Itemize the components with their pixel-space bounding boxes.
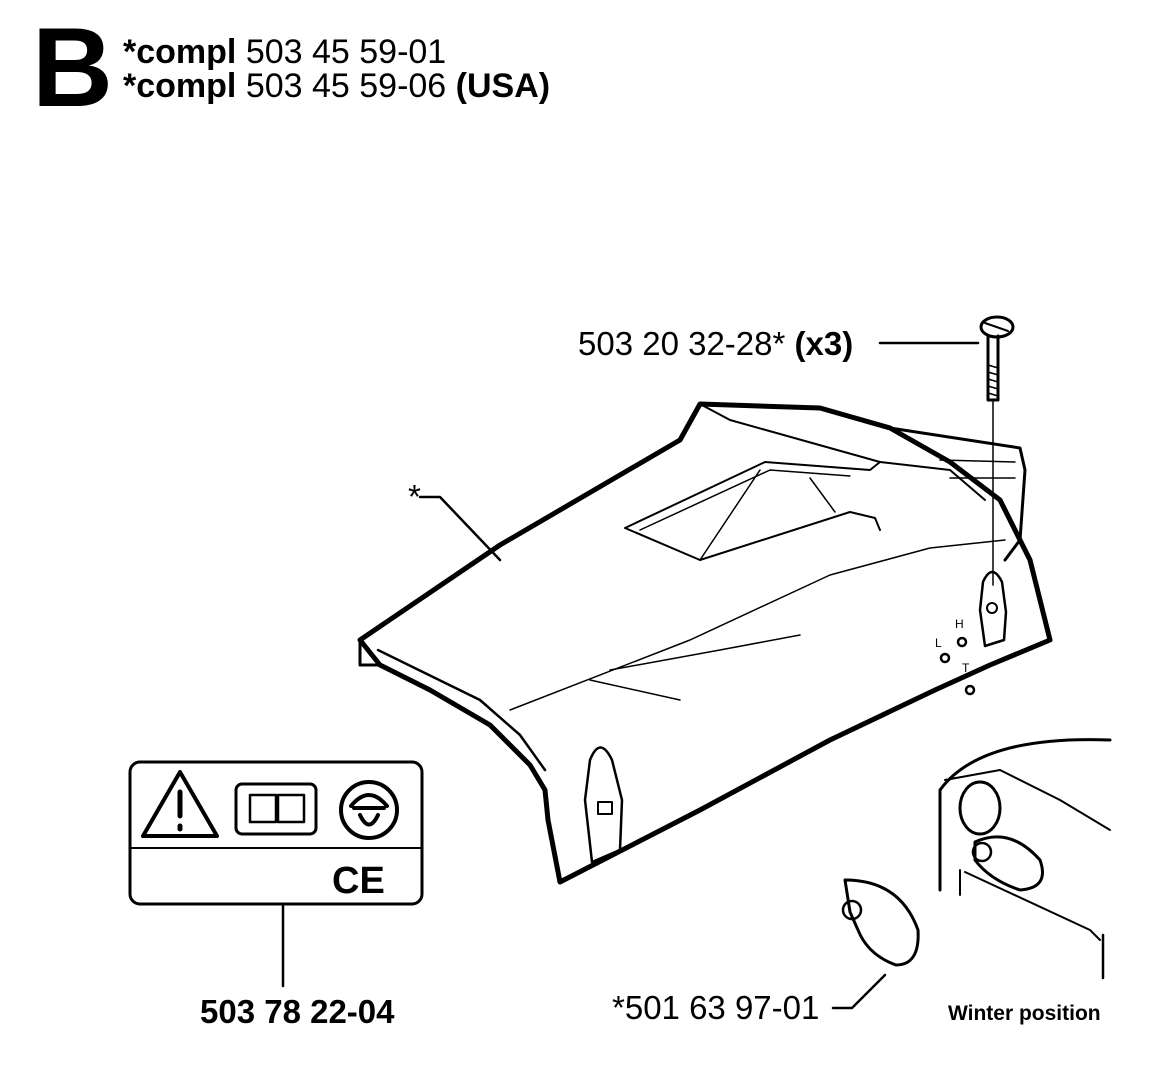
- cover-panel-line: [509, 539, 1006, 711]
- assembly-line-2-prefix: *compl: [123, 67, 237, 105]
- inset-cap: [973, 835, 1044, 892]
- screw-thread: [987, 364, 999, 397]
- cover-outline: [357, 401, 1053, 885]
- ce-mark: CE: [332, 860, 385, 902]
- warning-triangle-icon: [141, 770, 219, 838]
- plug-drawing: [841, 878, 920, 967]
- assembly-line-1-number: 503 45 59-01: [245, 33, 447, 71]
- adjust-mark-h: H: [955, 617, 964, 631]
- plug-part-number: *501 63 97-01: [612, 989, 820, 1026]
- protective-gear-icon: [339, 780, 399, 840]
- inset-knob: [971, 841, 993, 863]
- adjust-hole-l: [939, 652, 951, 664]
- plug-knob: [841, 899, 863, 921]
- section-letter: B: [32, 5, 113, 130]
- winter-inset-drawing: [938, 738, 1112, 941]
- assembly-line-2-number: 503 45 59-06: [245, 67, 447, 105]
- manual-book-icon: [234, 782, 318, 836]
- adjust-mark-l: L: [935, 636, 942, 650]
- screw-slot: [984, 322, 1009, 332]
- cover-lip: [358, 638, 382, 667]
- cover-panel-line-2: [589, 634, 801, 701]
- decal-outline: [128, 760, 424, 906]
- cover-side-inner: [939, 459, 1016, 479]
- cover-window: [624, 461, 881, 561]
- boss-front: [583, 746, 624, 864]
- cover-drawing: L H T: [357, 401, 1053, 885]
- screw-callout: 503 20 32-28* (x3): [578, 325, 853, 363]
- assembly-line-1: *compl 503 45 59-01: [123, 32, 446, 72]
- inset-frame: [938, 738, 1112, 892]
- assembly-line-1-prefix: *compl: [123, 33, 237, 71]
- protective-gear-face: [349, 793, 389, 827]
- screw-drawing: [979, 315, 1015, 586]
- assembly-line-2-suffix: (USA): [455, 67, 551, 105]
- manual-book-pages: [248, 793, 306, 824]
- boss-rear-hole: [986, 602, 998, 614]
- cover-callout: *: [408, 478, 421, 515]
- cover-ridge-upper: [699, 403, 986, 501]
- adjust-mark-t: T: [962, 661, 970, 675]
- decal-drawing: CE: [128, 760, 424, 906]
- cover-window-inner: [639, 469, 851, 561]
- decal-part-number: 503 78 22-04: [200, 993, 395, 1030]
- screw-part-number: 503 20 32-28*: [578, 325, 786, 362]
- inset-hole: [958, 780, 1002, 836]
- inset-opening: [944, 769, 1111, 831]
- leader-cover: [418, 495, 502, 562]
- plug-body: [843, 878, 920, 967]
- boss-front-hex: [597, 801, 613, 815]
- adjust-hole-t: [964, 684, 976, 696]
- adjust-hole-h: [956, 636, 968, 648]
- screw-quantity: (x3): [794, 325, 854, 362]
- winter-position-caption: Winter position: [948, 1002, 1101, 1025]
- boss-rear: [978, 570, 1008, 648]
- leader-plug: [831, 973, 887, 1010]
- assembly-line-2: *compl 503 45 59-06 (USA): [123, 66, 550, 106]
- cover-front-edge: [376, 648, 547, 772]
- inset-lower: [959, 869, 1101, 941]
- cover-side-top: [888, 426, 1027, 562]
